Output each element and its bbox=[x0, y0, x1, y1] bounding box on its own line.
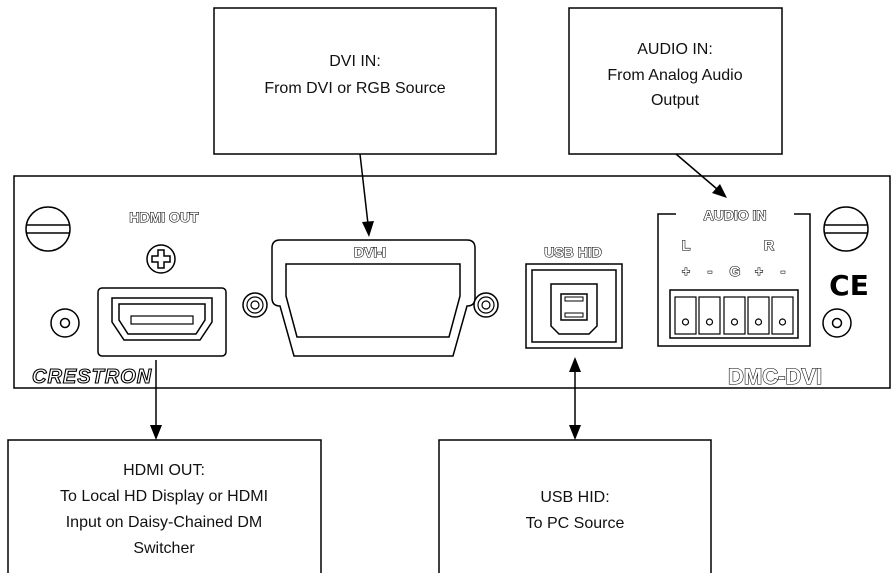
hdmi-out-label: HDMI OUT bbox=[129, 209, 199, 225]
terminal-slot bbox=[698, 296, 721, 335]
audio-pin-label: + bbox=[682, 263, 690, 279]
audio-terminal-block[interactable] bbox=[669, 289, 799, 339]
device-rear-panel: HDMI OUT DVI-I USB HID bbox=[13, 175, 891, 390]
callout-hdmi-out-line-3: Input on Daisy-Chained DM bbox=[66, 514, 263, 531]
terminal-slot bbox=[771, 296, 794, 335]
audio-in-group: AUDIO IN L R + - G + - bbox=[657, 206, 811, 347]
status-hole-right bbox=[822, 308, 852, 338]
status-hole-left bbox=[50, 308, 80, 338]
audio-left-label: L bbox=[682, 237, 691, 253]
callout-usb-hid: USB HID: To PC Source bbox=[438, 439, 712, 573]
callout-dvi-in: DVI IN: From DVI or RGB Source bbox=[213, 7, 497, 155]
usb-hid-label: USB HID bbox=[544, 244, 602, 260]
audio-pin-label: + bbox=[755, 263, 763, 279]
dvi-jackscrew-left bbox=[242, 292, 268, 318]
callout-audio-in-line-3: Output bbox=[651, 92, 700, 109]
arrow-dvi-in bbox=[359, 153, 374, 237]
mounting-screw-right bbox=[823, 206, 869, 252]
callout-hdmi-out-line-1: HDMI OUT: bbox=[123, 462, 205, 479]
dvi-i-label: DVI-I bbox=[354, 244, 386, 260]
phillips-screw-icon bbox=[146, 244, 176, 274]
audio-pin-label: G bbox=[730, 263, 741, 279]
brand-logo: CRESTRON bbox=[32, 366, 152, 388]
audio-right-label: R bbox=[764, 237, 774, 253]
terminal-slot bbox=[723, 296, 746, 335]
mounting-screw-left bbox=[25, 206, 71, 252]
arrow-audio-in bbox=[675, 153, 727, 198]
audio-pin-label: - bbox=[781, 263, 786, 279]
callout-dvi-in-line-1: DVI IN: bbox=[329, 53, 381, 70]
audio-pin-label: - bbox=[708, 263, 713, 279]
callout-dvi-in-line-2: From DVI or RGB Source bbox=[264, 80, 445, 97]
ce-mark: CE bbox=[829, 269, 869, 302]
usb-b-port[interactable] bbox=[525, 263, 623, 349]
callout-hdmi-out: HDMI OUT: To Local HD Display or HDMI In… bbox=[7, 439, 322, 573]
terminal-slot bbox=[674, 296, 697, 335]
callout-usb-hid-line-1: USB HID: bbox=[540, 489, 609, 506]
callout-usb-hid-line-2: To PC Source bbox=[526, 515, 625, 532]
dvi-jackscrew-right bbox=[473, 292, 499, 318]
callout-hdmi-out-line-4: Switcher bbox=[133, 540, 195, 557]
callout-audio-in: AUDIO IN: From Analog Audio Output bbox=[568, 7, 783, 155]
terminal-slot bbox=[747, 296, 770, 335]
callout-audio-in-line-2: From Analog Audio bbox=[607, 67, 742, 84]
model-label: DMC-DVI bbox=[728, 364, 822, 389]
callout-hdmi-out-line-2: To Local HD Display or HDMI bbox=[60, 488, 268, 505]
callout-audio-in-line-1: AUDIO IN: bbox=[637, 41, 713, 58]
arrow-hdmi-out bbox=[150, 360, 162, 440]
audio-in-label: AUDIO IN bbox=[704, 207, 767, 223]
arrow-usb-hid bbox=[569, 357, 581, 440]
dvi-i-port[interactable]: DVI-I bbox=[271, 239, 476, 357]
hdmi-port[interactable] bbox=[97, 287, 227, 357]
